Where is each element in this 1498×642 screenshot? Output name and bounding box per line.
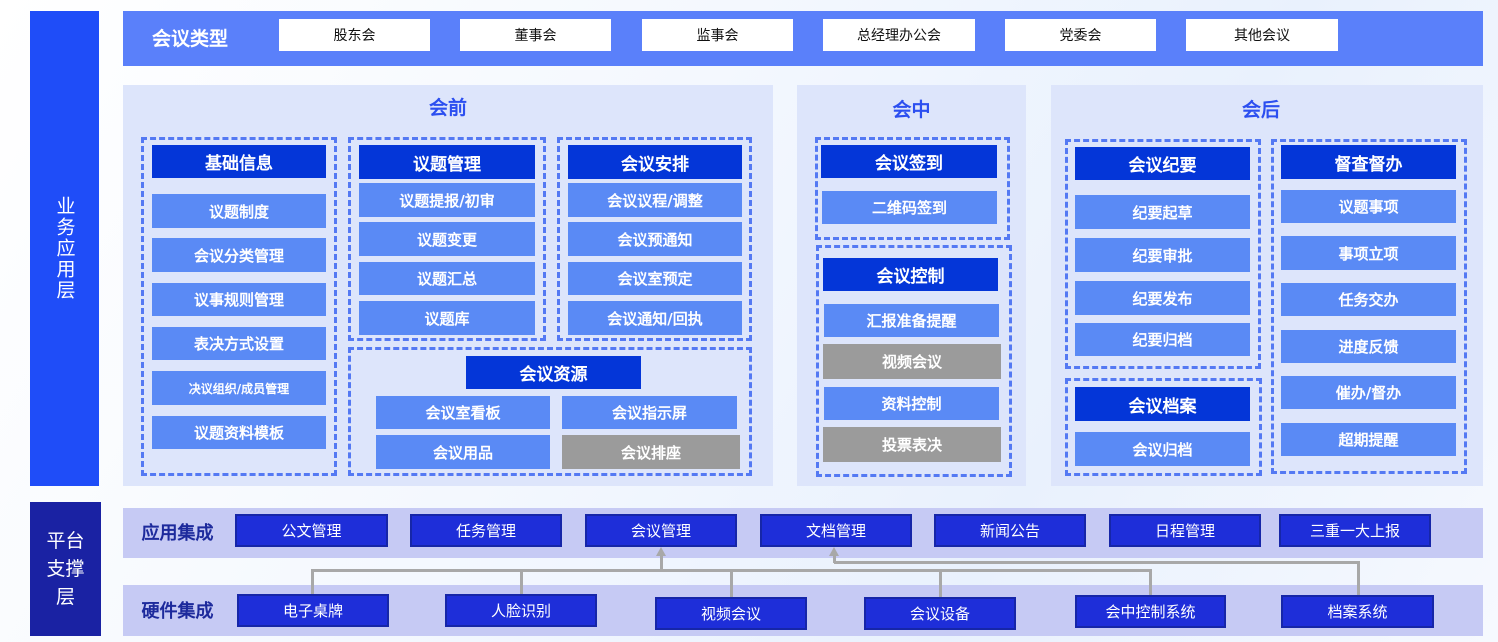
resource-item-disabled: 会议排座 [562, 435, 740, 469]
basic-info-item[interactable]: 表决方式设置 [152, 327, 326, 360]
hw-control-system[interactable]: 会中控制系统 [1075, 595, 1226, 628]
basic-info-item[interactable]: 议题制度 [152, 194, 326, 228]
connector-line [1357, 561, 1360, 595]
hw-meeting-equipment[interactable]: 会议设备 [864, 597, 1016, 630]
control-item-disabled: 投票表决 [823, 427, 1001, 462]
control-item[interactable]: 汇报准备提醒 [824, 304, 999, 337]
post-meeting-title: 会后 [1241, 98, 1280, 121]
minutes-item[interactable]: 纪要归档 [1075, 323, 1250, 356]
meeting-type-supervisors[interactable]: 监事会 [642, 19, 793, 51]
arrange-item[interactable]: 会议通知/回执 [568, 301, 742, 335]
minutes-item[interactable]: 纪要起草 [1075, 195, 1250, 229]
app-report[interactable]: 三重一大上报 [1279, 514, 1431, 547]
arrange-group [557, 137, 752, 341]
control-header: 会议控制 [823, 258, 998, 291]
connector-line [730, 569, 733, 597]
app-news[interactable]: 新闻公告 [934, 514, 1086, 547]
archive-item[interactable]: 会议归档 [1075, 432, 1250, 466]
business-layer-text: 业务应用层 [53, 196, 76, 301]
app-schedule[interactable]: 日程管理 [1109, 514, 1261, 547]
arrange-header: 会议安排 [568, 145, 742, 179]
meeting-type-title: 会议类型 [151, 27, 228, 50]
topic-group [348, 137, 546, 341]
resource-item[interactable]: 会议指示屏 [562, 396, 737, 429]
hw-face-recognition[interactable]: 人脸识别 [445, 594, 597, 627]
meeting-type-gm-office[interactable]: 总经理办公会 [823, 19, 975, 51]
connector-line [834, 561, 1360, 564]
archive-group [1065, 378, 1262, 476]
minutes-item[interactable]: 纪要审批 [1075, 238, 1250, 272]
connector-line [939, 569, 942, 597]
app-integration-title: 应用集成 [141, 523, 214, 544]
signin-header: 会议签到 [821, 145, 997, 178]
topic-item[interactable]: 议题库 [359, 301, 535, 335]
app-doc-management[interactable]: 公文管理 [235, 514, 388, 547]
archive-header: 会议档案 [1075, 387, 1250, 421]
control-group [816, 245, 1012, 477]
meeting-type-party[interactable]: 党委会 [1005, 19, 1156, 51]
basic-info-item[interactable]: 会议分类管理 [152, 238, 326, 272]
hw-integration-title: 硬件集成 [141, 601, 214, 622]
arrow-up-icon [656, 547, 666, 556]
arrange-item[interactable]: 会议议程/调整 [568, 183, 742, 217]
during-meeting-title: 会中 [892, 98, 931, 121]
arrow-up-icon [829, 547, 839, 556]
topic-item[interactable]: 议题汇总 [359, 262, 535, 295]
hw-nameplate[interactable]: 电子桌牌 [237, 594, 389, 627]
meeting-type-other[interactable]: 其他会议 [1186, 19, 1338, 51]
basic-info-group [141, 137, 337, 476]
app-meeting-management[interactable]: 会议管理 [585, 514, 737, 547]
topic-item[interactable]: 议题变更 [359, 222, 535, 256]
basic-info-item[interactable]: 决议组织/成员管理 [152, 371, 326, 405]
resource-item[interactable]: 会议用品 [376, 435, 550, 469]
topic-item[interactable]: 议题提报/初审 [359, 183, 535, 217]
topic-header: 议题管理 [359, 145, 535, 179]
signin-item[interactable]: 二维码签到 [822, 191, 997, 224]
resource-header: 会议资源 [466, 356, 641, 389]
business-layer-label: 业务应用层 [30, 11, 99, 486]
pre-meeting-title: 会前 [428, 96, 467, 119]
connector-line [520, 569, 523, 594]
signin-group [815, 137, 1010, 240]
arrange-item[interactable]: 会议预通知 [568, 222, 742, 256]
supervise-item[interactable]: 催办/督办 [1281, 376, 1456, 409]
minutes-group [1065, 139, 1261, 369]
minutes-item[interactable]: 纪要发布 [1075, 281, 1250, 315]
connector-line [1149, 569, 1152, 595]
app-file-management[interactable]: 文档管理 [760, 514, 912, 547]
meeting-type-shareholders[interactable]: 股东会 [279, 19, 430, 51]
resource-group [348, 347, 752, 476]
supervise-item[interactable]: 超期提醒 [1281, 423, 1456, 456]
platform-layer-label: 平台支撑层 [30, 502, 101, 636]
minutes-header: 会议纪要 [1075, 147, 1250, 180]
supervise-header: 督查督办 [1281, 145, 1456, 179]
supervise-item[interactable]: 任务交办 [1281, 283, 1456, 316]
supervise-item[interactable]: 进度反馈 [1281, 330, 1456, 363]
arrange-item[interactable]: 会议室预定 [568, 262, 742, 295]
supervise-group [1271, 139, 1467, 474]
basic-info-item[interactable]: 议事规则管理 [152, 283, 326, 316]
resource-item[interactable]: 会议室看板 [376, 396, 550, 429]
app-task-management[interactable]: 任务管理 [410, 514, 562, 547]
meeting-type-board[interactable]: 董事会 [460, 19, 611, 51]
connector-line [311, 569, 314, 594]
control-item-disabled: 视频会议 [823, 344, 1001, 379]
connector-line [660, 555, 663, 571]
supervise-item[interactable]: 议题事项 [1281, 190, 1456, 223]
basic-info-item[interactable]: 议题资料模板 [152, 416, 326, 449]
connector-line [833, 555, 836, 563]
hw-archive-system[interactable]: 档案系统 [1281, 595, 1434, 628]
hw-video-conference[interactable]: 视频会议 [655, 597, 807, 630]
supervise-item[interactable]: 事项立项 [1281, 236, 1456, 270]
basic-info-header: 基础信息 [152, 145, 326, 178]
control-item[interactable]: 资料控制 [824, 387, 999, 420]
platform-layer-text: 平台支撑层 [46, 530, 85, 608]
